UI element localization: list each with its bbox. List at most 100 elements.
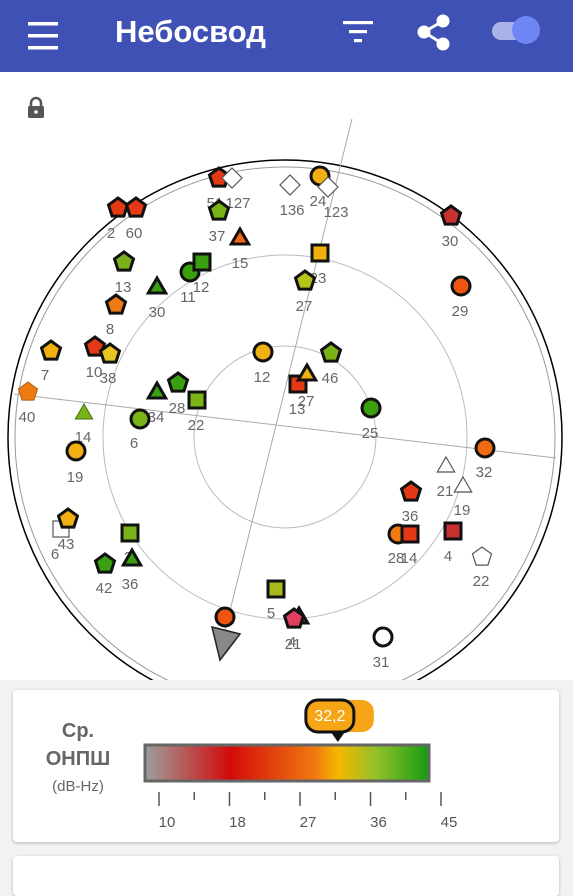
satellite-label: 12: [254, 369, 271, 386]
satellite-label: 46: [322, 370, 339, 387]
satellite-40-pentagon-noborder[interactable]: 40: [17, 381, 39, 426]
satellite-21-pentagon[interactable]: 21: [282, 607, 306, 653]
toggle-switch[interactable]: [488, 12, 548, 48]
menu-icon[interactable]: [26, 20, 60, 52]
satellite-label: 32: [476, 464, 493, 481]
satellite-label: 127: [225, 195, 250, 212]
satellite-label: 13: [289, 401, 306, 418]
satellite-34-triangle[interactable]: 34: [145, 380, 169, 426]
satellite-label: 30: [442, 233, 459, 250]
satellite-21-triangle[interactable]: 21: [436, 455, 456, 500]
satellite-36-triangle[interactable]: 36: [120, 547, 144, 593]
satellite-32-circle[interactable]: 32: [474, 437, 496, 481]
satellite-8-pentagon[interactable]: 8: [104, 293, 128, 338]
satellite-7-pentagon[interactable]: 7: [39, 339, 63, 384]
satellite-label: 21: [285, 636, 302, 653]
satellite-label: 19: [454, 502, 471, 519]
satellite-label: 8: [106, 321, 114, 338]
satellite-27-triangle[interactable]: 27: [295, 362, 319, 410]
satellite-5-square[interactable]: 5: [266, 579, 286, 622]
satellite-label: 12: [193, 279, 210, 296]
satellite-30-triangle[interactable]: 30: [145, 275, 169, 321]
sky-view: 2605112737136241233015231311122729830710…: [0, 72, 573, 715]
satellite-13-pentagon[interactable]: 13: [112, 250, 136, 296]
satellite-19-triangle[interactable]: 19: [453, 475, 473, 519]
satellite-43-pentagon[interactable]: 43: [56, 507, 80, 553]
axis-line-ew: [13, 393, 557, 459]
satellite-label: 10: [86, 364, 103, 381]
lock-icon[interactable]: [28, 96, 44, 118]
share-icon[interactable]: [414, 13, 454, 53]
satellite-label: 13: [115, 279, 132, 296]
satellite-30-pentagon[interactable]: 30: [439, 204, 463, 250]
satellite-label: 11: [180, 289, 196, 306]
satellite-label: 38: [100, 370, 117, 387]
satellite-46-pentagon[interactable]: 46: [319, 341, 343, 387]
satellite-60-pentagon[interactable]: 60: [124, 196, 148, 242]
value-marker: 32,2: [304, 698, 374, 742]
satellite-label: 36: [122, 576, 139, 593]
satellite-label: 19: [67, 469, 84, 486]
satellite-28-pentagon[interactable]: 28: [166, 371, 190, 417]
legend-title-line2: ОНПШ: [45, 748, 111, 770]
satellite-27-pentagon[interactable]: 27: [293, 269, 317, 315]
elevation-ring-0: [14, 166, 556, 708]
app-bar: Небосвод: [0, 0, 573, 72]
satellite-label: 37: [209, 228, 226, 245]
satellite-label: 28: [169, 400, 186, 417]
legend-title-line1: Ср.: [61, 720, 95, 742]
satellite-label: 30: [149, 304, 166, 321]
north-direction-icon: [210, 625, 242, 662]
gradient-bar: [143, 743, 431, 783]
satellite-label: 21: [437, 483, 454, 500]
satellite-10-pentagon[interactable]: 10: [83, 335, 107, 381]
satellite-123-diamond[interactable]: 123: [317, 176, 349, 221]
filter-icon[interactable]: [342, 20, 374, 44]
satellite-36-pentagon[interactable]: 36: [399, 480, 423, 525]
satellite-label: 43: [58, 536, 75, 553]
satellite-22-square[interactable]: 22: [187, 390, 207, 434]
satellite-25-circle[interactable]: 25: [360, 397, 382, 442]
satellite-label: 36: [402, 508, 419, 525]
satellite-14-triangle-noborder[interactable]: 14: [74, 403, 94, 446]
elevation-ring-60: [193, 345, 377, 529]
satellite-29-circle[interactable]: 29: [450, 275, 472, 320]
satellite-label: 34: [148, 409, 165, 426]
satellite-19-circle[interactable]: 19: [65, 440, 87, 486]
satellite-136-diamond[interactable]: 136: [279, 174, 305, 219]
satellite-label: 123: [323, 204, 348, 221]
satellite-label: 136: [279, 202, 304, 219]
satellite-label: 28: [388, 550, 405, 567]
satellite-label: 6: [130, 435, 138, 452]
satellite-31-circle[interactable]: 31: [372, 626, 394, 671]
satellite-label: 27: [298, 393, 315, 410]
satellite-12-circle[interactable]: 12: [252, 341, 274, 386]
satellite-6-circle[interactable]: 6: [129, 408, 151, 452]
satellite-label: 24: [310, 193, 327, 210]
satellite-label: 4: [288, 634, 296, 651]
scale-label-27: 27: [299, 814, 317, 831]
satellite-42-pentagon[interactable]: 42: [93, 552, 117, 597]
satellite-14-square[interactable]: 14: [400, 524, 420, 567]
satellite-label: 15: [232, 255, 249, 272]
scale-label-45: 45: [440, 814, 458, 831]
satellite-label: 25: [362, 425, 379, 442]
satellite-22-pentagon[interactable]: 22: [471, 546, 493, 590]
satellite-label: 40: [19, 409, 36, 426]
satellite-4-square[interactable]: 4: [443, 521, 463, 565]
satellite-15-triangle[interactable]: 15: [228, 226, 252, 272]
satellite-12-square[interactable]: 12: [192, 252, 212, 296]
satellite-label: 22: [188, 417, 205, 434]
satellite-label: 27: [296, 298, 313, 315]
satellite-layer: 2605112737136241233015231311122729830710…: [17, 165, 496, 671]
scale-label-36: 36: [370, 814, 387, 831]
satellite-label: 60: [126, 225, 143, 242]
satellite-127-diamond[interactable]: 127: [221, 167, 251, 212]
satellite-37-pentagon[interactable]: 37: [207, 199, 231, 245]
page-title: Небосвод: [115, 14, 266, 49]
value-marker-text: 32,2: [314, 708, 345, 725]
satellite-label: 2: [107, 225, 115, 242]
satellite-38-pentagon[interactable]: 38: [98, 342, 122, 387]
satellite-label: 6: [51, 546, 59, 563]
